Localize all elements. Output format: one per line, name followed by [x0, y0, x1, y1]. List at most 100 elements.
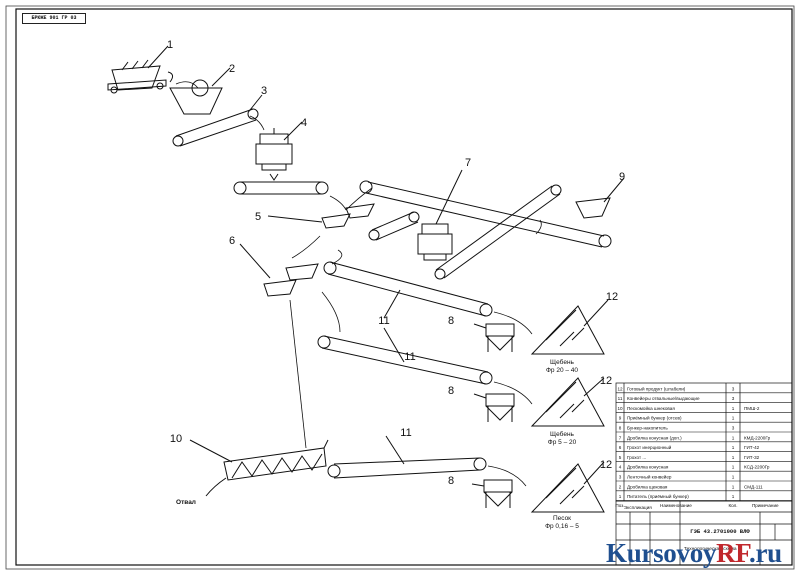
callout-6: 6	[229, 235, 235, 247]
dump-arrow	[205, 477, 227, 497]
callout-10: 10	[170, 433, 182, 445]
spec-name: Пескомойка шнековая	[627, 405, 675, 411]
spec-header-name: Наименование	[660, 503, 692, 508]
fraction-range: Фр 0,16 – 5	[545, 523, 579, 530]
spec-header-pos: Поз.	[615, 503, 624, 508]
spec-qty: 1	[732, 416, 735, 421]
spec-name: Готовый продукт (штабели)	[627, 385, 686, 391]
spec-pos: 7	[619, 435, 622, 440]
spec-pos: 5	[619, 455, 622, 460]
spec-qty: 3	[732, 426, 735, 431]
spec-qty: 1	[732, 465, 735, 470]
fraction-name: Щебень	[550, 430, 574, 438]
spec-note: ПМШ-2	[744, 406, 760, 411]
title-name: Технологическая схема	[684, 546, 737, 552]
spec-qty: 3	[732, 396, 735, 401]
leader-3	[249, 94, 263, 111]
leader-11c	[385, 435, 405, 465]
stockpile-12a	[530, 305, 605, 355]
leader-8a	[473, 323, 487, 329]
callout-3: 3	[261, 85, 267, 97]
hopper-9	[575, 197, 611, 219]
jaw-crusher-2	[169, 79, 223, 115]
leader-8b	[473, 393, 487, 399]
flow-arrows	[175, 81, 542, 487]
leader-2	[211, 67, 231, 87]
spec-qty: 1	[732, 494, 735, 499]
spec-pos: 4	[619, 465, 622, 470]
leader-12c	[583, 461, 605, 485]
callout-11a: 11	[378, 315, 389, 327]
conveyor-11c	[327, 457, 487, 479]
spec-pos: 6	[619, 445, 622, 450]
callout-4: 4	[301, 117, 307, 129]
conveyor-11b	[317, 335, 493, 385]
leader-6	[239, 243, 271, 279]
conveyor-7a	[368, 211, 420, 241]
spec-note: КМД-2200Гр	[744, 435, 771, 440]
cone-crusher-7	[417, 223, 453, 261]
watermark-suffix: .ru	[749, 538, 782, 568]
fraction-range: Фр 20 – 40	[546, 367, 578, 374]
stockpile-12c	[530, 463, 605, 513]
spec-name: Дробилка конусная	[627, 465, 669, 470]
callout-9: 9	[619, 171, 625, 183]
watermark-brand: Kursovoy	[606, 538, 717, 568]
callout-12a: 12	[606, 291, 618, 303]
bin-8b	[485, 393, 515, 422]
spec-pos: 12	[617, 386, 623, 391]
bin-8c	[483, 479, 513, 508]
spec-qty: 1	[732, 484, 735, 489]
spec-section-label: Экспликация	[624, 505, 652, 510]
screen-6	[263, 263, 319, 297]
spec-header-qty: Кол.	[728, 503, 737, 508]
callout-1: 1	[167, 39, 173, 51]
spec-pos: 11	[618, 396, 623, 401]
leader-12a	[583, 299, 609, 327]
spec-qty: 1	[732, 406, 735, 411]
leader-12b	[583, 377, 605, 397]
cone-crusher-4	[255, 128, 293, 181]
spec-name: Конвейеры отвальные/выдающие	[627, 395, 700, 401]
fraction-range: Фр 5 – 20	[548, 439, 577, 446]
callout-12b: 12	[600, 375, 612, 387]
spec-note: ГИТ-42	[744, 445, 760, 450]
callout-8b: 8	[448, 385, 454, 397]
watermark-logo: KursovoyRF.ru	[606, 538, 782, 569]
callout-11b: 11	[404, 351, 415, 363]
flow-arrow	[167, 71, 174, 83]
leader-10	[189, 439, 233, 463]
spec-qty: 3	[732, 386, 735, 391]
spec-name: Дробилка конусная (доп.)	[627, 435, 682, 440]
leader-4	[283, 121, 303, 141]
spec-name: Приёмный бункер (отсев)	[627, 415, 682, 421]
spec-pos: 10	[617, 406, 623, 411]
conveyor-11a	[323, 261, 493, 317]
spec-pos: 1	[619, 494, 622, 499]
screen-5	[321, 203, 375, 229]
feeder-1	[107, 59, 167, 94]
spec-qty: 1	[732, 435, 735, 440]
leader-8c	[471, 483, 485, 487]
spec-note: ГИТ-32	[744, 455, 760, 460]
callout-8c: 8	[448, 475, 454, 487]
conveyor-4a	[233, 181, 329, 195]
callout-2: 2	[229, 63, 235, 75]
title-block	[615, 500, 793, 566]
fraction-name: Песок	[553, 515, 571, 522]
spec-pos: 8	[619, 426, 622, 431]
spec-pos: 3	[619, 475, 622, 480]
sheet-inner-frame	[15, 8, 793, 566]
spec-qty: 1	[732, 455, 735, 460]
callout-5: 5	[255, 211, 261, 223]
spec-note: КСД-2200Гр	[744, 465, 770, 470]
callout-11c: 11	[400, 427, 411, 439]
title-code: ГЭБ 43.2701000 ВЛФ	[690, 528, 750, 535]
spec-name: Питатель (приёмный бункер)	[627, 493, 689, 499]
spec-name: Ленточный конвейер	[627, 474, 672, 480]
callout-8a: 8	[448, 315, 454, 327]
drawing-stamp: БРЮЖЕ 901 ГР 03	[22, 13, 86, 24]
stockpile-12b	[530, 377, 605, 427]
